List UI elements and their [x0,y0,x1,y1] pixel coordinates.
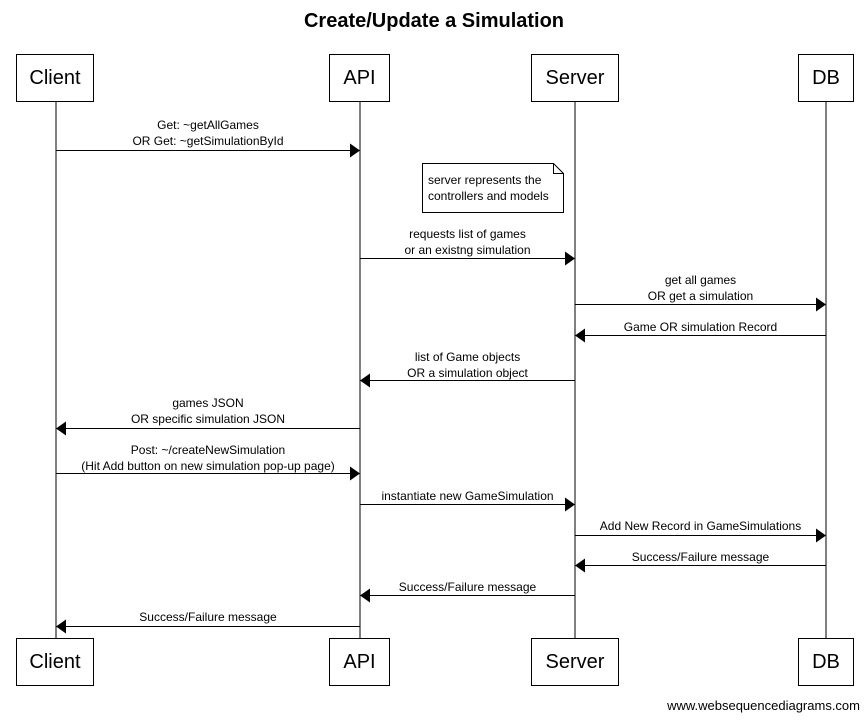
message-arrowhead-6 [56,421,66,436]
actor-server-bottom: Server [531,638,619,686]
actor-api-top: API [329,54,390,102]
message-label-4: Game OR simulation Record [623,320,778,334]
message-label-9: Add New Record in GameSimulations [599,519,802,533]
actor-server-top: Server [531,54,619,102]
note-box: server represents the controllers and mo… [422,163,564,213]
actor-client-top: Client [16,54,94,102]
message-label-2: requests list of games or an existng sim… [404,227,531,257]
message-arrowhead-12 [56,619,66,634]
actor-db-bottom: DB [798,638,854,686]
message-label-7: Post: ~/createNewSimulation (Hit Add but… [81,443,335,473]
message-label-6: games JSON OR specific simulation JSON [130,396,286,426]
message-label-3: get all games OR get a simulation [647,273,754,303]
diagram-title: Create/Update a Simulation [303,10,565,32]
message-label-12: Success/Failure message [139,610,277,624]
message-arrowhead-8 [565,497,575,512]
message-label-10: Success/Failure message [631,550,770,564]
message-arrowhead-5 [360,373,370,388]
message-arrowhead-7 [350,466,360,481]
actor-client-bottom: Client [16,638,94,686]
message-label-1: Get: ~getAllGames OR Get: ~getSimulation… [132,118,284,148]
message-label-5: list of Game objects OR a simulation obj… [407,350,528,380]
message-arrowhead-1 [350,143,360,158]
message-arrowhead-11 [360,588,370,603]
note-text: server represents the controllers and mo… [428,173,549,203]
message-arrowhead-3 [816,297,826,312]
message-arrowhead-4 [575,328,585,343]
note-shape [422,163,564,213]
message-arrowhead-10 [575,558,585,573]
message-arrowhead-9 [816,528,826,543]
actor-db-top: DB [798,54,854,102]
actor-api-bottom: API [329,638,390,686]
footer-watermark: www.websequencediagrams.com [667,698,860,713]
message-arrowhead-2 [565,251,575,266]
message-label-8: instantiate new GameSimulation [381,489,554,503]
message-label-11: Success/Failure message [398,580,537,594]
